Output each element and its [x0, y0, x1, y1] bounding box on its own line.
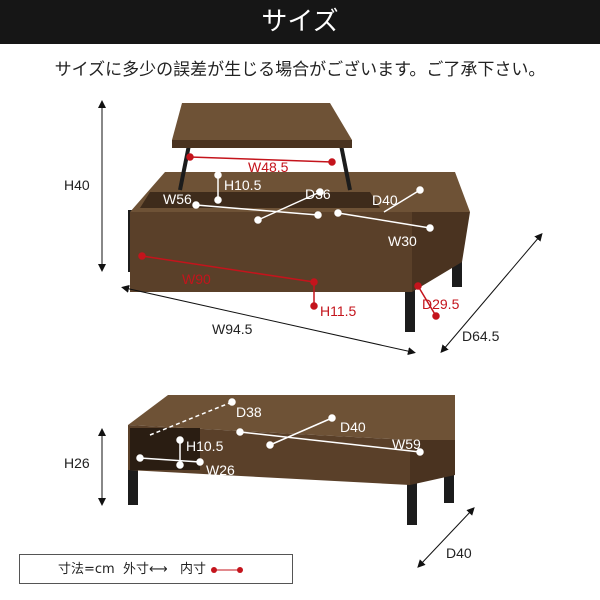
width-arrow	[121, 284, 416, 356]
label-shelf-depth: D38	[236, 404, 262, 420]
label-right-width: W30	[388, 233, 417, 249]
label-front-width: W90	[182, 271, 211, 287]
label-depth-outer: D64.5	[462, 328, 500, 344]
label-box-height: H10.5	[224, 177, 262, 193]
inner-dimension-lines	[138, 153, 440, 320]
header-title: サイズ	[0, 0, 600, 44]
legend-unit: 寸法=cm	[58, 562, 115, 577]
closed-table	[128, 395, 455, 525]
label-front-height: H11.5	[320, 303, 357, 319]
legend-outer: 外寸	[122, 562, 149, 577]
red-dot-line-icon	[211, 566, 244, 573]
label-right-depth: D40	[372, 192, 398, 208]
white-dimension-lines-bottom	[136, 398, 424, 469]
legend-box: 寸法=cm 外寸⟷ 内寸	[19, 554, 293, 584]
notice-text: サイズに多少の誤差が生じる場合がございます。ご了承下さい。	[54, 60, 546, 80]
label-width-outer: W94.5	[212, 321, 253, 337]
label-top-width: W59	[392, 436, 421, 452]
label-shelf-height: H10.5	[186, 438, 224, 454]
label-lift-top-width: W48.5	[248, 159, 289, 175]
double-arrow-icon: ⟷	[149, 562, 168, 577]
label-height-outer: H40	[64, 177, 90, 193]
depth-arrow	[440, 232, 543, 354]
label-height-bottom: H26	[64, 455, 90, 471]
lift-table	[128, 103, 470, 332]
legend-inner: 内寸	[180, 562, 207, 577]
depth-arrow-bottom	[417, 507, 475, 568]
white-dimension-lines	[192, 171, 434, 232]
label-depth-bottom: D40	[446, 545, 472, 561]
label-shelf-width: W26	[206, 462, 235, 478]
label-front-depth: D29.5	[422, 296, 460, 312]
label-box-depth: D36	[305, 186, 331, 202]
label-box-width: W56	[163, 191, 192, 207]
label-top-depth: D40	[340, 419, 366, 435]
